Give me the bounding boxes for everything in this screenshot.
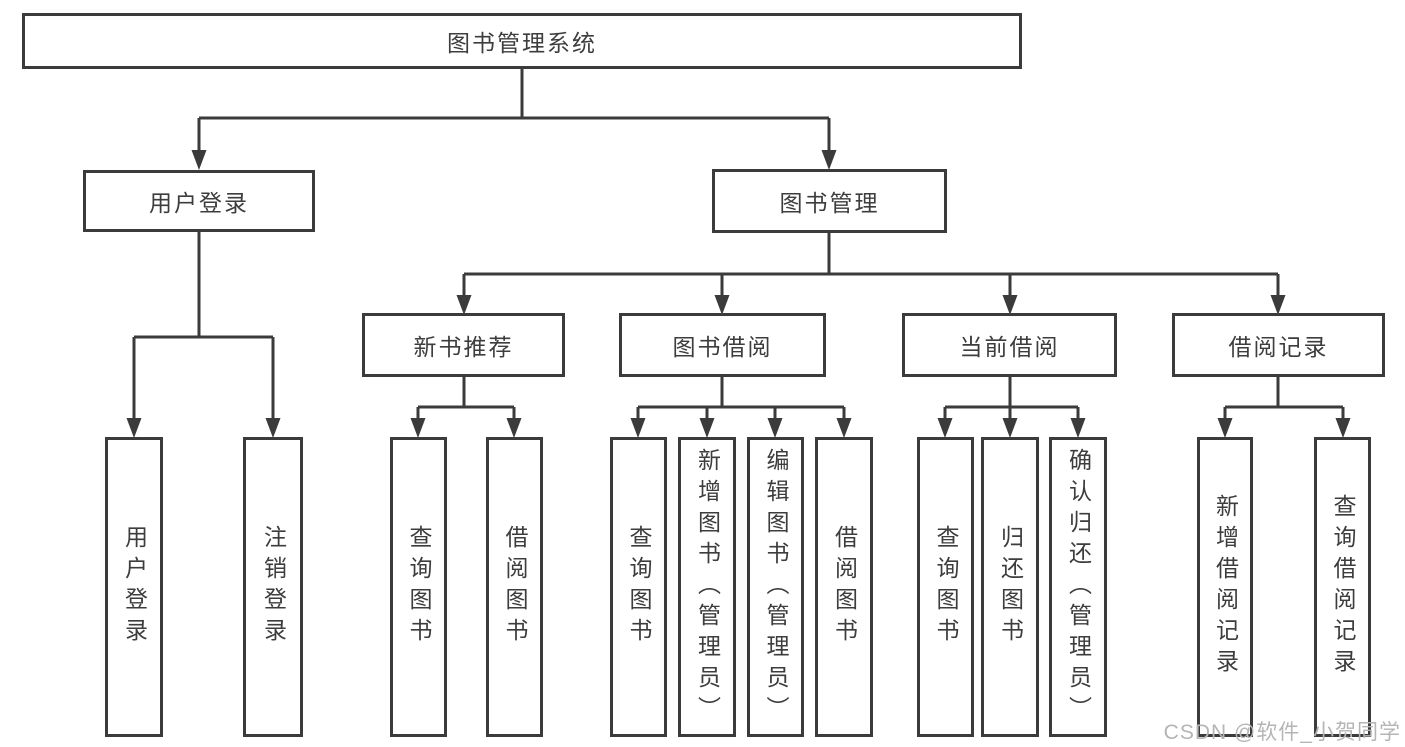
leaf-newbook-query: 查询图书 [390,437,447,737]
csdn-watermark: CSDN @软件_小贺同学 [1163,721,1401,744]
leaf-borrow-book: 借阅图书 [815,437,873,737]
leaf-newbook-borrow: 借阅图书 [486,437,543,737]
node-book-borrow-label: 图书借阅 [672,334,773,360]
node-new-book-recommend: 新书推荐 [362,313,565,377]
leaf-newbook-query-label: 查询图书 [406,525,432,649]
leaf-record-add: 新增借阅记录 [1197,437,1253,737]
leaf-borrow-edit-book: 编辑图书（管理员） [747,437,804,737]
node-current-borrow: 当前借阅 [902,313,1117,377]
leaf-borrow-book-label: 借阅图书 [831,525,858,649]
leaf-user-login-label: 用户登录 [121,525,148,649]
node-user-login: 用户登录 [83,170,315,232]
node-library-system: 图书管理系统 [22,13,1022,69]
leaf-record-query: 查询借阅记录 [1314,437,1371,737]
leaf-borrow-query-label: 查询图书 [626,525,652,649]
leaf-current-query: 查询图书 [917,437,974,737]
leaf-current-return-label: 归还图书 [997,525,1024,649]
leaf-logout: 注销登录 [243,437,303,737]
leaf-current-confirm-return: 确认归还（管理员） [1049,437,1107,737]
leaf-record-query-label: 查询借阅记录 [1330,494,1356,680]
node-book-borrow: 图书借阅 [619,313,826,377]
node-current-borrow-label: 当前借阅 [959,334,1060,360]
leaf-borrow-add-book: 新增图书（管理员） [678,437,736,737]
leaf-current-return: 归还图书 [981,437,1039,737]
node-book-management: 图书管理 [712,169,947,233]
node-borrow-records-label: 借阅记录 [1228,334,1329,360]
leaf-user-login: 用户登录 [105,437,163,737]
leaf-borrow-add-book-label: 新增图书（管理员） [694,447,721,727]
leaf-logout-label: 注销登录 [260,525,287,649]
node-library-system-label: 图书管理系统 [447,30,597,56]
leaf-borrow-edit-book-label: 编辑图书（管理员） [763,447,789,727]
leaf-current-query-label: 查询图书 [933,525,959,649]
leaf-current-confirm-return-label: 确认归还（管理员） [1065,447,1092,727]
node-new-book-recommend-label: 新书推荐 [413,334,514,360]
leaf-borrow-query: 查询图书 [610,437,667,737]
node-borrow-records: 借阅记录 [1172,313,1385,377]
leaf-newbook-borrow-label: 借阅图书 [502,525,528,649]
node-book-management-label: 图书管理 [779,190,880,216]
leaf-record-add-label: 新增借阅记录 [1212,494,1239,680]
node-user-login-label: 用户登录 [149,190,249,216]
